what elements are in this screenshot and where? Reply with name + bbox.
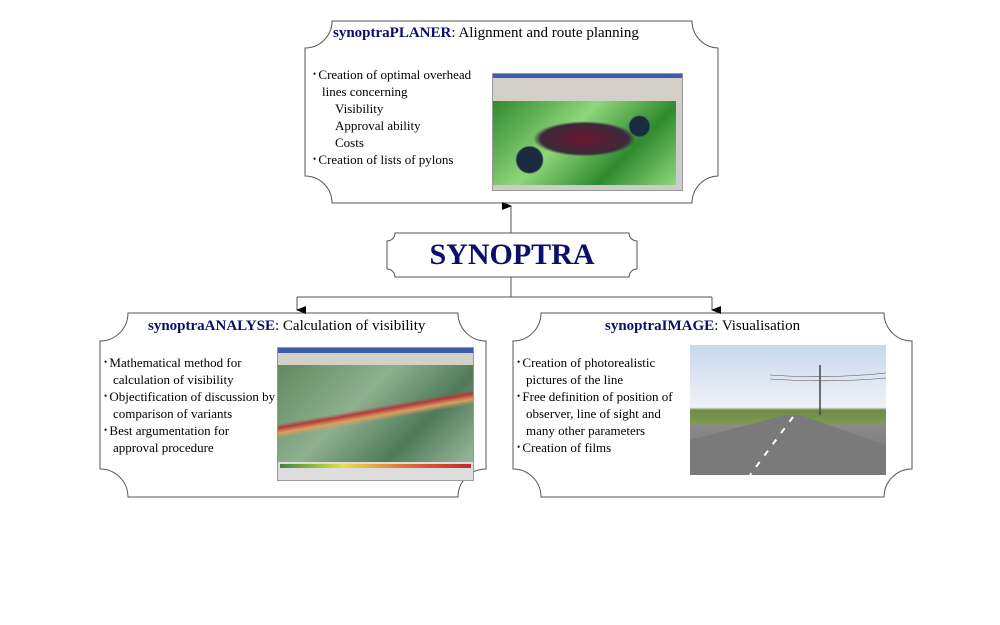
bullet: Creation of lists of pylons [313,151,493,168]
planer-bullets: Creation of optimal overhead lines conce… [313,66,493,168]
analyse-screenshot [277,347,474,481]
analyse-box [99,312,487,498]
bullet: Free definition of position of observer,… [517,388,689,439]
synoptra-box [386,232,638,278]
sub-bullet: Approval ability [335,118,421,133]
analyse-title: synoptraANALYSE: Calculation of visibili… [148,318,426,334]
analyse-bullets: Mathematical method for calculation of v… [104,354,276,456]
bullet: Best argumentation for approval procedur… [104,422,276,456]
connector-down [297,277,712,298]
sub-bullet: Costs [335,135,364,150]
image-box [512,312,913,498]
road-scene [690,365,886,475]
planer-screenshot [492,73,683,191]
bullet: Mathematical method for calculation of v… [104,354,276,388]
synoptra-title: SYNOPTRA [429,238,595,271]
sub-bullet: Visibility [335,101,384,116]
image-title: synoptraIMAGE: Visualisation [605,318,801,334]
bullet: Creation of photorealistic pictures of t… [517,354,689,388]
bullet: Creation of films [517,439,689,456]
image-bullets: Creation of photorealistic pictures of t… [517,354,689,456]
planer-box [304,20,719,204]
planer-title: synoptraPLANER: Alignment and route plan… [333,25,639,41]
bullet: Objectification of discussion by compari… [104,388,276,422]
image-visualisation [690,345,886,475]
bullet: Creation of optimal overhead lines conce… [313,66,493,100]
